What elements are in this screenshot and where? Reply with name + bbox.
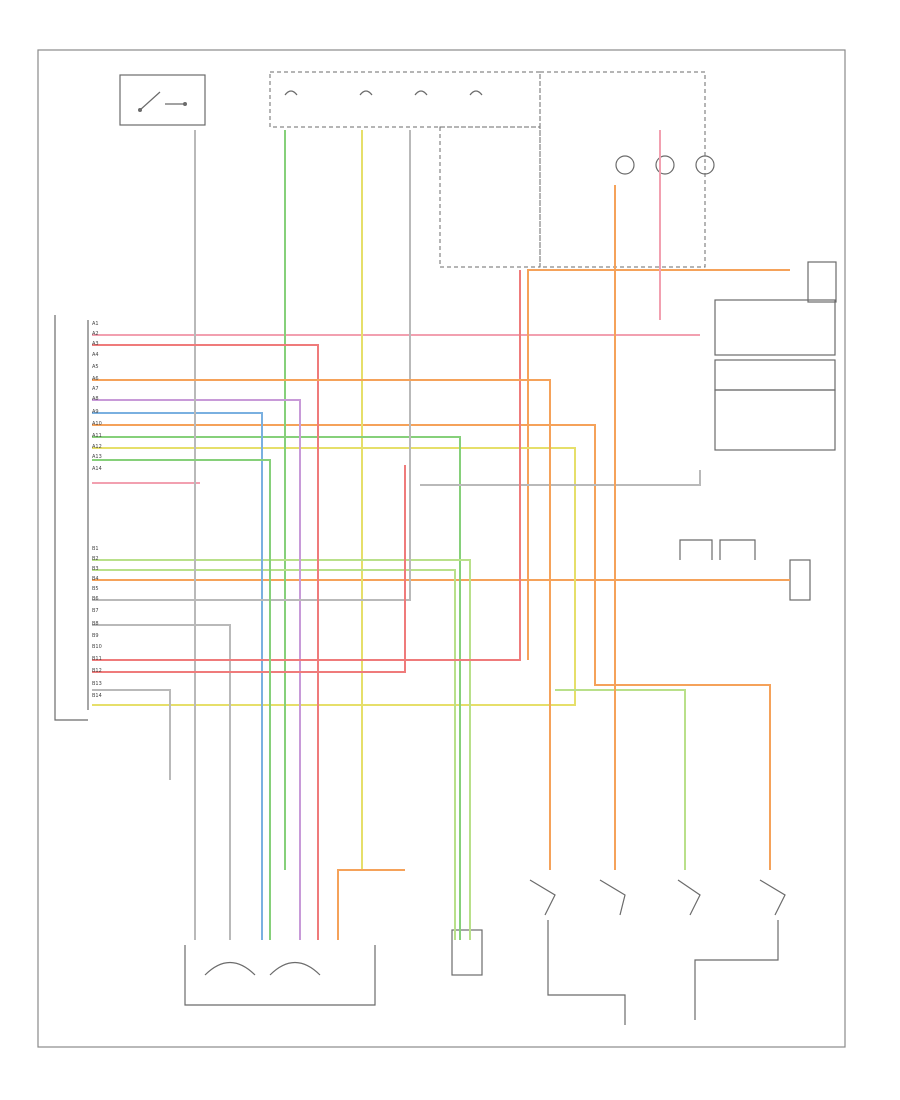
vehicle-speed-sensor <box>679 539 756 560</box>
pressure-switches <box>529 879 786 1025</box>
wire-gray-17 <box>420 470 701 486</box>
pin-label: B12 <box>92 668 102 674</box>
pin-label: A12 <box>92 444 102 450</box>
wire-lightgreen-11 <box>92 569 456 940</box>
pin-label: A8 <box>92 396 99 402</box>
pin-label: B6 <box>92 596 99 602</box>
ignition-switch <box>119 74 206 126</box>
pin-label: A7 <box>92 386 99 392</box>
pin-label: A5 <box>92 364 99 370</box>
gauge-assembly <box>539 71 715 268</box>
pin-label: A3 <box>92 341 99 347</box>
fuse-relay-box <box>269 71 541 268</box>
pin-label: A1 <box>92 321 99 327</box>
wire-red-19 <box>92 270 521 661</box>
pin-label: A6 <box>92 376 99 382</box>
wire-red-20 <box>92 465 406 673</box>
wire-orange-27 <box>337 869 405 940</box>
pin-label: B9 <box>92 633 99 639</box>
wire-yellow-7 <box>92 447 576 706</box>
wire-blue-12 <box>92 412 263 940</box>
wire-orange-4 <box>527 269 790 660</box>
wire-orange-3 <box>92 424 771 870</box>
pin-label: B5 <box>92 586 99 592</box>
pin-label: B10 <box>92 644 102 650</box>
pin-label: B4 <box>92 576 99 582</box>
pin-label: A9 <box>92 409 99 415</box>
pin-label-group: A1A2A3A4A5A6A7A8A9A10A11A12A13A14B1B2B3B… <box>92 321 102 699</box>
solenoid-connector <box>451 929 483 976</box>
wire-lightgreen-22 <box>555 689 686 870</box>
pin-label: B8 <box>92 621 99 627</box>
pin-label: B1 <box>92 546 99 552</box>
pin-label: B11 <box>92 656 102 662</box>
wire-lightgreen-10 <box>92 559 471 940</box>
pin-label: B13 <box>92 681 102 687</box>
wire-gray-15 <box>92 624 231 940</box>
pin-label: A2 <box>92 331 99 337</box>
wire-red-18 <box>92 344 319 940</box>
transmission-range-switch <box>184 945 376 1006</box>
pin-label: A14 <box>92 466 102 472</box>
right-connectors <box>714 261 837 601</box>
pin-label: B7 <box>92 608 99 614</box>
wire-group <box>92 130 790 940</box>
wire-green-9 <box>92 436 461 940</box>
pin-label: B14 <box>92 693 102 699</box>
pcm-connector <box>54 315 89 721</box>
pin-label: A10 <box>92 421 102 427</box>
wire-violet-13 <box>92 399 301 940</box>
wire-gray-16 <box>92 130 411 601</box>
pin-label: B3 <box>92 566 99 572</box>
pin-label: A13 <box>92 454 102 460</box>
wire-gray-25 <box>92 689 171 780</box>
pin-label: A11 <box>92 433 102 439</box>
diagram-frame <box>37 49 846 1048</box>
wire-orange-21 <box>92 379 551 870</box>
pin-label: A4 <box>92 352 99 358</box>
pin-label: B2 <box>92 556 99 562</box>
wire-green-26 <box>92 459 271 940</box>
